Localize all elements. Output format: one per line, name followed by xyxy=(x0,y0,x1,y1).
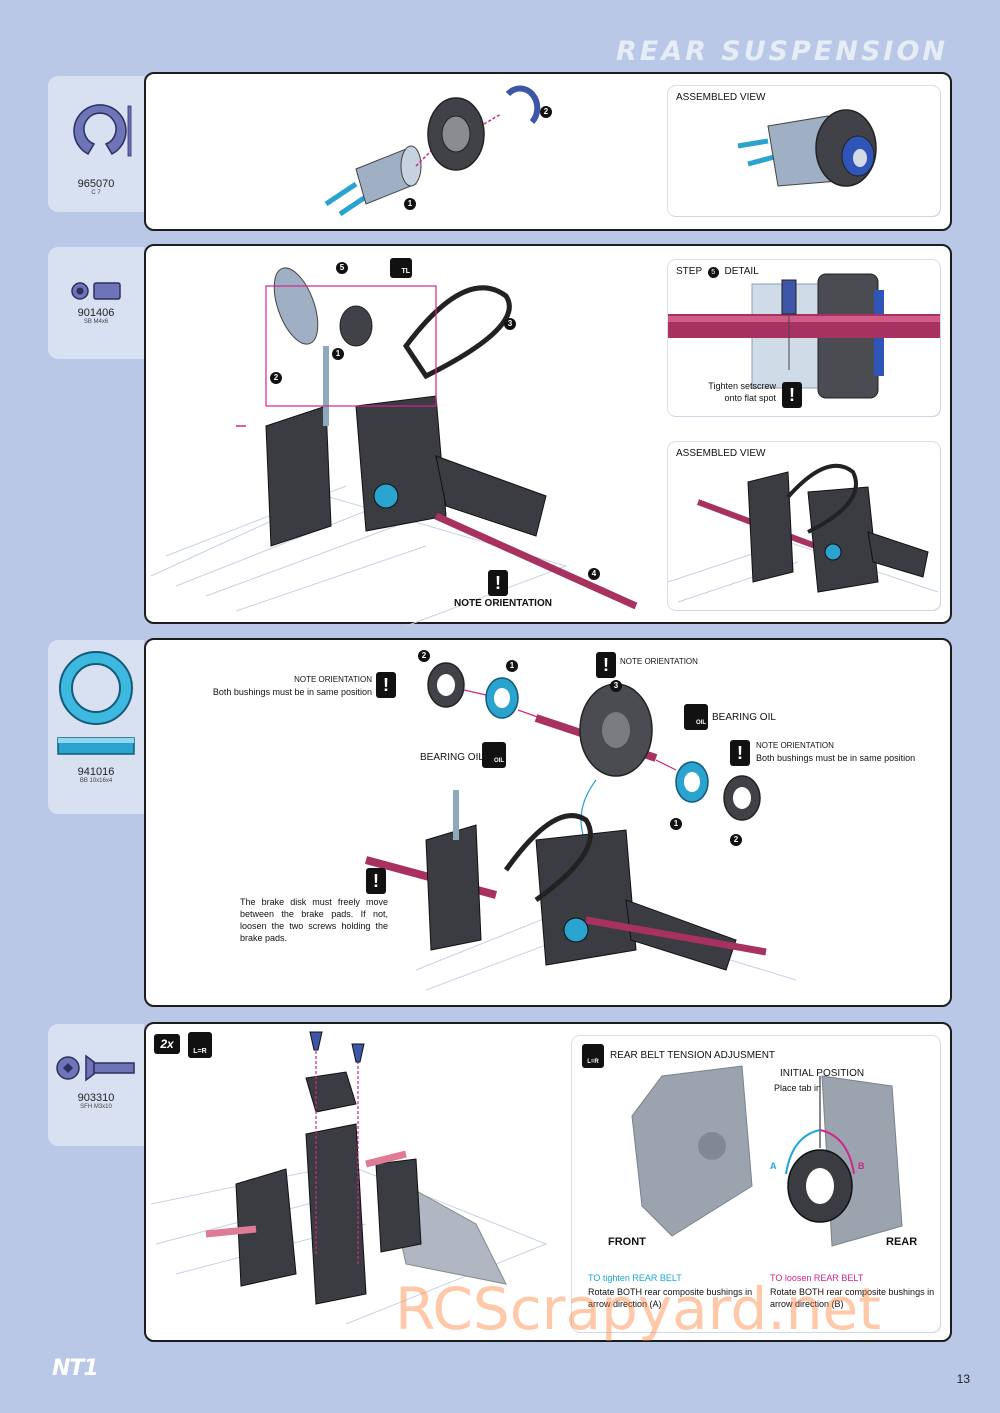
page-number: 13 xyxy=(956,1372,970,1386)
count-badge: 2x xyxy=(154,1034,180,1054)
ball-bearing-icon xyxy=(57,651,135,755)
setscrew-icon xyxy=(71,282,121,300)
brake-disk-note: The brake disk must freely move between … xyxy=(240,897,388,943)
note-orientation-label: NOTE ORIENTATION xyxy=(454,598,552,609)
loosen-title: TO loosen REAR BELT xyxy=(770,1273,864,1283)
part-desc: C 7 xyxy=(91,190,101,196)
part-tab-e-clip: 965070 C 7 xyxy=(48,76,144,212)
note-right-title: NOTE ORIENTATION xyxy=(756,741,834,750)
belt-tension-inset: L=R REAR BELT TENSION ADJUSMENT INITIAL … xyxy=(572,1036,940,1332)
initial-position-title: INITIAL POSITION xyxy=(780,1068,865,1079)
part-tab-bearing: 941016 BB 10x16x4 xyxy=(48,640,144,814)
part-number: 941016 xyxy=(77,766,115,778)
callout-1: 1 xyxy=(332,348,344,360)
oil-badge-right: OIL xyxy=(684,704,708,730)
warning-icon: ! xyxy=(596,652,616,678)
initial-position-text: Place tab in this notch xyxy=(774,1083,863,1093)
note-right-text: Both bushings must be in same position xyxy=(756,753,916,763)
inset-title-step: STEP xyxy=(676,266,702,277)
e-clip-icon xyxy=(73,104,132,157)
part-desc: BB 10x16x4 xyxy=(79,778,113,784)
oil-badge-left: OIL xyxy=(482,742,506,768)
part-number: 901406 xyxy=(77,307,115,319)
step-2-panel: 1 2 3 4 5 TL ! NOTE ORIENTATION STEP 5 D… xyxy=(144,244,952,627)
tighten-title: TO tighten REAR BELT xyxy=(588,1273,682,1283)
loosen-text: Rotate BOTH rear composite bushings in a… xyxy=(770,1287,935,1309)
arrow-b-label: B xyxy=(858,1161,865,1171)
left-right-badge: L=R xyxy=(188,1032,212,1058)
warning-icon: ! xyxy=(376,672,396,698)
bushing-adjust-illustration xyxy=(631,1065,903,1247)
bearing-oil-right: BEARING OIL xyxy=(712,712,776,723)
threadlock-badge: TL xyxy=(390,258,412,278)
tighten-text: Rotate BOTH rear composite bushings in a… xyxy=(588,1287,753,1309)
inset-title-step-number: 5 xyxy=(707,267,719,278)
flat-head-screw-icon xyxy=(56,1054,135,1082)
note-top: NOTE ORIENTATION xyxy=(620,657,698,666)
page-title: REAR SUSPENSION xyxy=(615,36,948,67)
setscrew-detail-illustration xyxy=(668,273,940,399)
part-tab-flat-head-screw: 903310 SFH M3x10 xyxy=(48,1024,144,1146)
pulley-exploded-illustration xyxy=(324,85,541,217)
bearing-oil-left: BEARING OIL xyxy=(420,752,484,763)
warning-icon: ! xyxy=(366,868,386,894)
warning-icon: ! xyxy=(488,570,508,596)
part-number: 903310 xyxy=(77,1092,115,1104)
inset-title-detail: DETAIL xyxy=(724,266,759,277)
step-2-assembled-inset: ASSEMBLED VIEW xyxy=(667,442,940,610)
callout-3: 3 xyxy=(504,318,516,330)
warning-icon: ! xyxy=(782,382,802,408)
step-1-panel: 1 2 ASSEMBLED VIEW xyxy=(144,72,952,231)
callout-1-left: 1 xyxy=(506,660,518,672)
step-4-panel: 2x L=R L=R REAR BELT TENSION ADJUSMENT I… xyxy=(144,1022,952,1342)
detail-note: Tighten setscrew onto flat spot xyxy=(708,381,776,403)
part-tab-setscrew: 901406 SB M4x6 xyxy=(48,247,144,359)
inset-title: REAR BELT TENSION ADJUSMENT xyxy=(610,1050,776,1061)
note-left-text: Both bushings must be in same position xyxy=(212,687,372,697)
brand-logo: NT1 xyxy=(52,1356,99,1381)
callout-2: 2 xyxy=(270,372,282,384)
callout-1-right: 1 xyxy=(670,818,682,830)
note-left-title: NOTE ORIENTATION xyxy=(294,675,372,684)
callout-2-left: 2 xyxy=(418,650,430,662)
callout-2-right: 2 xyxy=(730,834,742,846)
callout-4: 4 xyxy=(588,568,600,580)
part-desc: SFH M3x10 xyxy=(80,1104,112,1110)
diff-exploded-illustration xyxy=(364,662,797,991)
inset-title: ASSEMBLED VIEW xyxy=(676,448,766,459)
callout-2: 2 xyxy=(540,106,552,118)
inset-title: ASSEMBLED VIEW xyxy=(676,92,766,103)
watermark: RCScrapyard.net xyxy=(395,1275,881,1343)
assembled-pulley-illustration xyxy=(737,109,877,187)
part-number: 965070 xyxy=(77,178,115,190)
chassis-grid-illustration xyxy=(150,267,638,627)
inset-title: STEP 5 DETAIL xyxy=(676,266,759,278)
assembled-diff-illustration xyxy=(667,463,939,603)
step-3-panel: NOTE ORIENTATION Both bushings must be i… xyxy=(144,638,952,1007)
warning-icon: ! xyxy=(730,740,750,766)
left-right-badge: L=R xyxy=(582,1044,604,1068)
callout-1: 1 xyxy=(404,198,416,210)
step-1-assembled-inset: ASSEMBLED VIEW xyxy=(668,86,940,216)
callout-3: 3 xyxy=(610,680,622,692)
arrow-a-label: A xyxy=(770,1161,777,1171)
rear-label: REAR xyxy=(886,1236,918,1248)
callout-5: 5 xyxy=(336,262,348,274)
front-label: FRONT xyxy=(608,1236,646,1248)
part-desc: SB M4x6 xyxy=(83,319,109,325)
step-5-detail-inset: STEP 5 DETAIL Tighten setscrew onto flat… xyxy=(668,260,940,416)
bulkhead-screw-illustration xyxy=(150,1031,548,1325)
